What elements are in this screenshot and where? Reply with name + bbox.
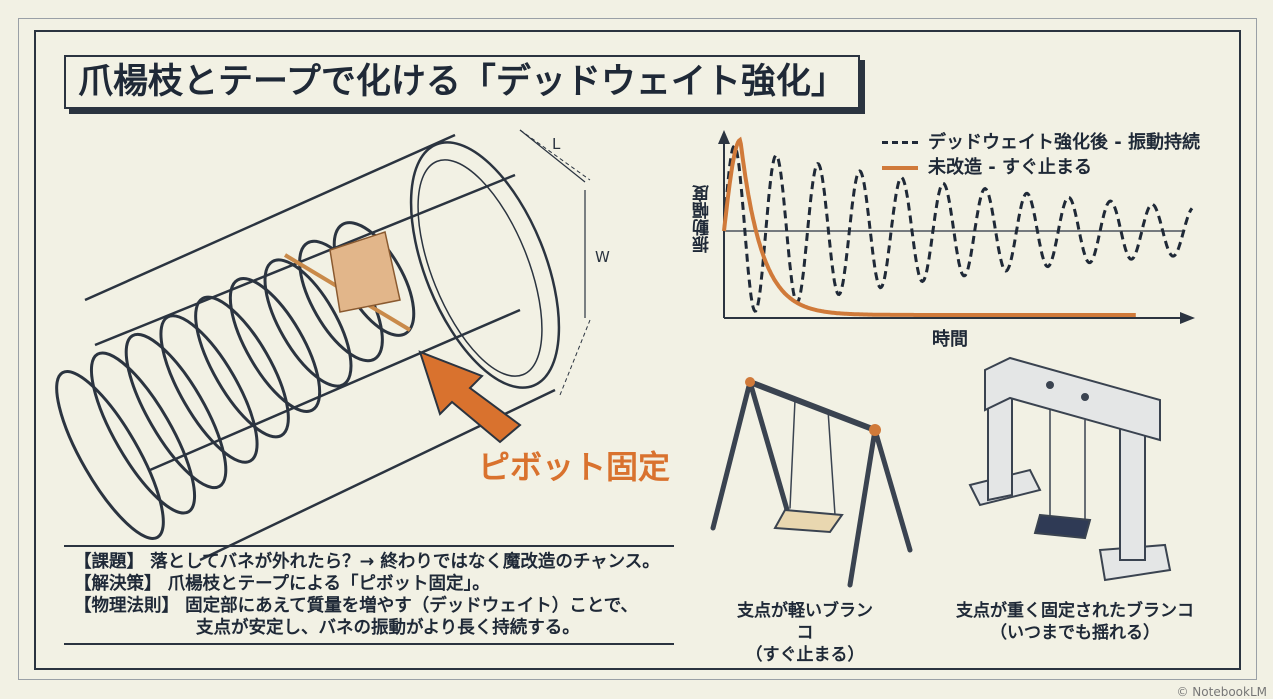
spring-coil (124, 332, 228, 490)
note-physics: 【物理法則】 固定部にあえて質量を増やす（デッドウェイト）ことで、 (74, 596, 638, 616)
tube-end-ellipse (409, 141, 561, 389)
light-swing-caption: 支点が軽いブランコ（すぐ止まる） (737, 601, 873, 665)
dimension-length-label: L (552, 135, 561, 153)
legend-item-deadweight: 未改造 - すぐ止まる (882, 155, 1200, 180)
heavy-swing-caption: 支点が重く固定されたブランコ（いつまでも揺れる） (956, 601, 1194, 643)
spring-coil (228, 277, 322, 413)
notes-box: 【課題】 落としてバネが外れたら？→ 終わりではなく魔改造のチャンス。 【解決策… (64, 545, 674, 645)
note-physics-cont: 支点が安定し、バネの振動がより長く持続する。 (196, 618, 580, 638)
outer-frame (18, 18, 1257, 680)
spring-coil (263, 258, 353, 388)
toothpick-tape (283, 231, 412, 332)
tube-top-edges (84, 133, 516, 347)
chart-legend: デッドウェイト強化後 - 振動持続 未改造 - すぐ止まる (882, 130, 1200, 180)
y-axis-label: 振動幅度 (693, 185, 713, 253)
note-problem: 【課題】 落としてバネが外れたら？→ 終わりではなく魔改造のチャンス。 (74, 552, 660, 572)
watermark: © NotebookLM (1176, 685, 1267, 699)
light-swing-illustration (710, 377, 913, 588)
spring-coils (55, 221, 416, 540)
dashed-line-icon (882, 141, 918, 144)
x-axis-arrow-icon (1180, 312, 1195, 324)
series-deadweight-line (722, 136, 1136, 317)
x-axis-label: 時間 (932, 329, 968, 350)
chart (718, 130, 1195, 324)
spring-coil (55, 370, 165, 540)
dimension-lines (519, 129, 586, 318)
spring-coil (159, 314, 259, 464)
pivot-arrow-icon (418, 350, 522, 444)
solid-line-icon (882, 165, 918, 170)
dimension-width-label: W (595, 248, 610, 266)
page-title: 爪楊枝とテープで化ける「デッドウェイト強化」 (64, 55, 860, 109)
heavy-swing-illustration (968, 356, 1172, 582)
inner-frame (34, 30, 1241, 670)
pivot-label: ピボット固定 (478, 448, 671, 486)
y-axis-arrow-icon (718, 130, 730, 144)
note-solution: 【解決策】 爪楊枝とテープによる「ピボット固定」。 (74, 574, 490, 594)
spring-coil (89, 351, 197, 515)
spring-coil (194, 295, 290, 439)
legend-item-undamaged: デッドウェイト強化後 - 振動持続 (882, 130, 1200, 155)
